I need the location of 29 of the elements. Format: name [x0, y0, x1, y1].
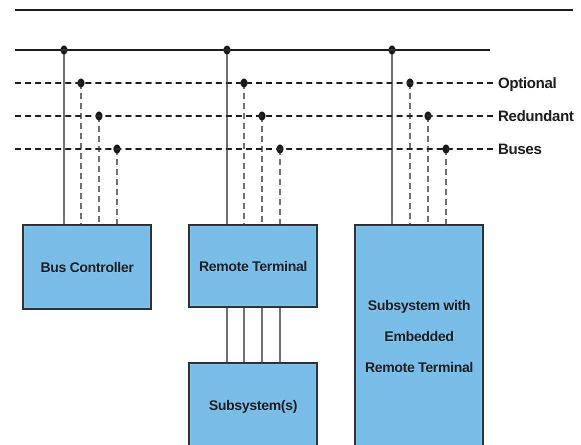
- redundant-bus-line: [15, 115, 493, 117]
- box-label: Subsystem(s): [208, 396, 298, 415]
- box-label: Subsystem with Embedded Remote Terminal: [364, 296, 474, 376]
- process-box: [188, 224, 318, 308]
- bus-stub-line: [224, 46, 230, 224]
- bus-stub-line: [60, 46, 68, 224]
- bus-stub-line: [442, 144, 450, 224]
- box-label: Bus Controller: [39, 258, 135, 276]
- connector-line: [279, 308, 281, 362]
- process-box: [188, 362, 318, 445]
- box-label: Remote Terminal: [198, 256, 308, 276]
- bus-stub-line: [114, 144, 120, 224]
- connector-line: [226, 308, 228, 362]
- redundant-bus-line: [15, 82, 493, 84]
- bus-stub-line: [424, 112, 432, 224]
- bus-stub-line: [96, 112, 102, 224]
- redundant-bus-line: [15, 148, 493, 150]
- bus-stub-line: [406, 78, 414, 224]
- bus-line: [15, 49, 490, 51]
- bus-stub-line: [78, 78, 84, 224]
- connector-line: [243, 308, 245, 362]
- bus-stub-line: [240, 78, 248, 224]
- connector-line: [261, 308, 263, 362]
- process-box: [22, 224, 152, 310]
- bus-stub-line: [258, 112, 266, 224]
- bus-stub-line: [276, 144, 284, 224]
- bus-note: Optional Redundant Buses: [498, 74, 575, 160]
- process-box: [354, 224, 484, 445]
- bus-stub-line: [388, 46, 396, 224]
